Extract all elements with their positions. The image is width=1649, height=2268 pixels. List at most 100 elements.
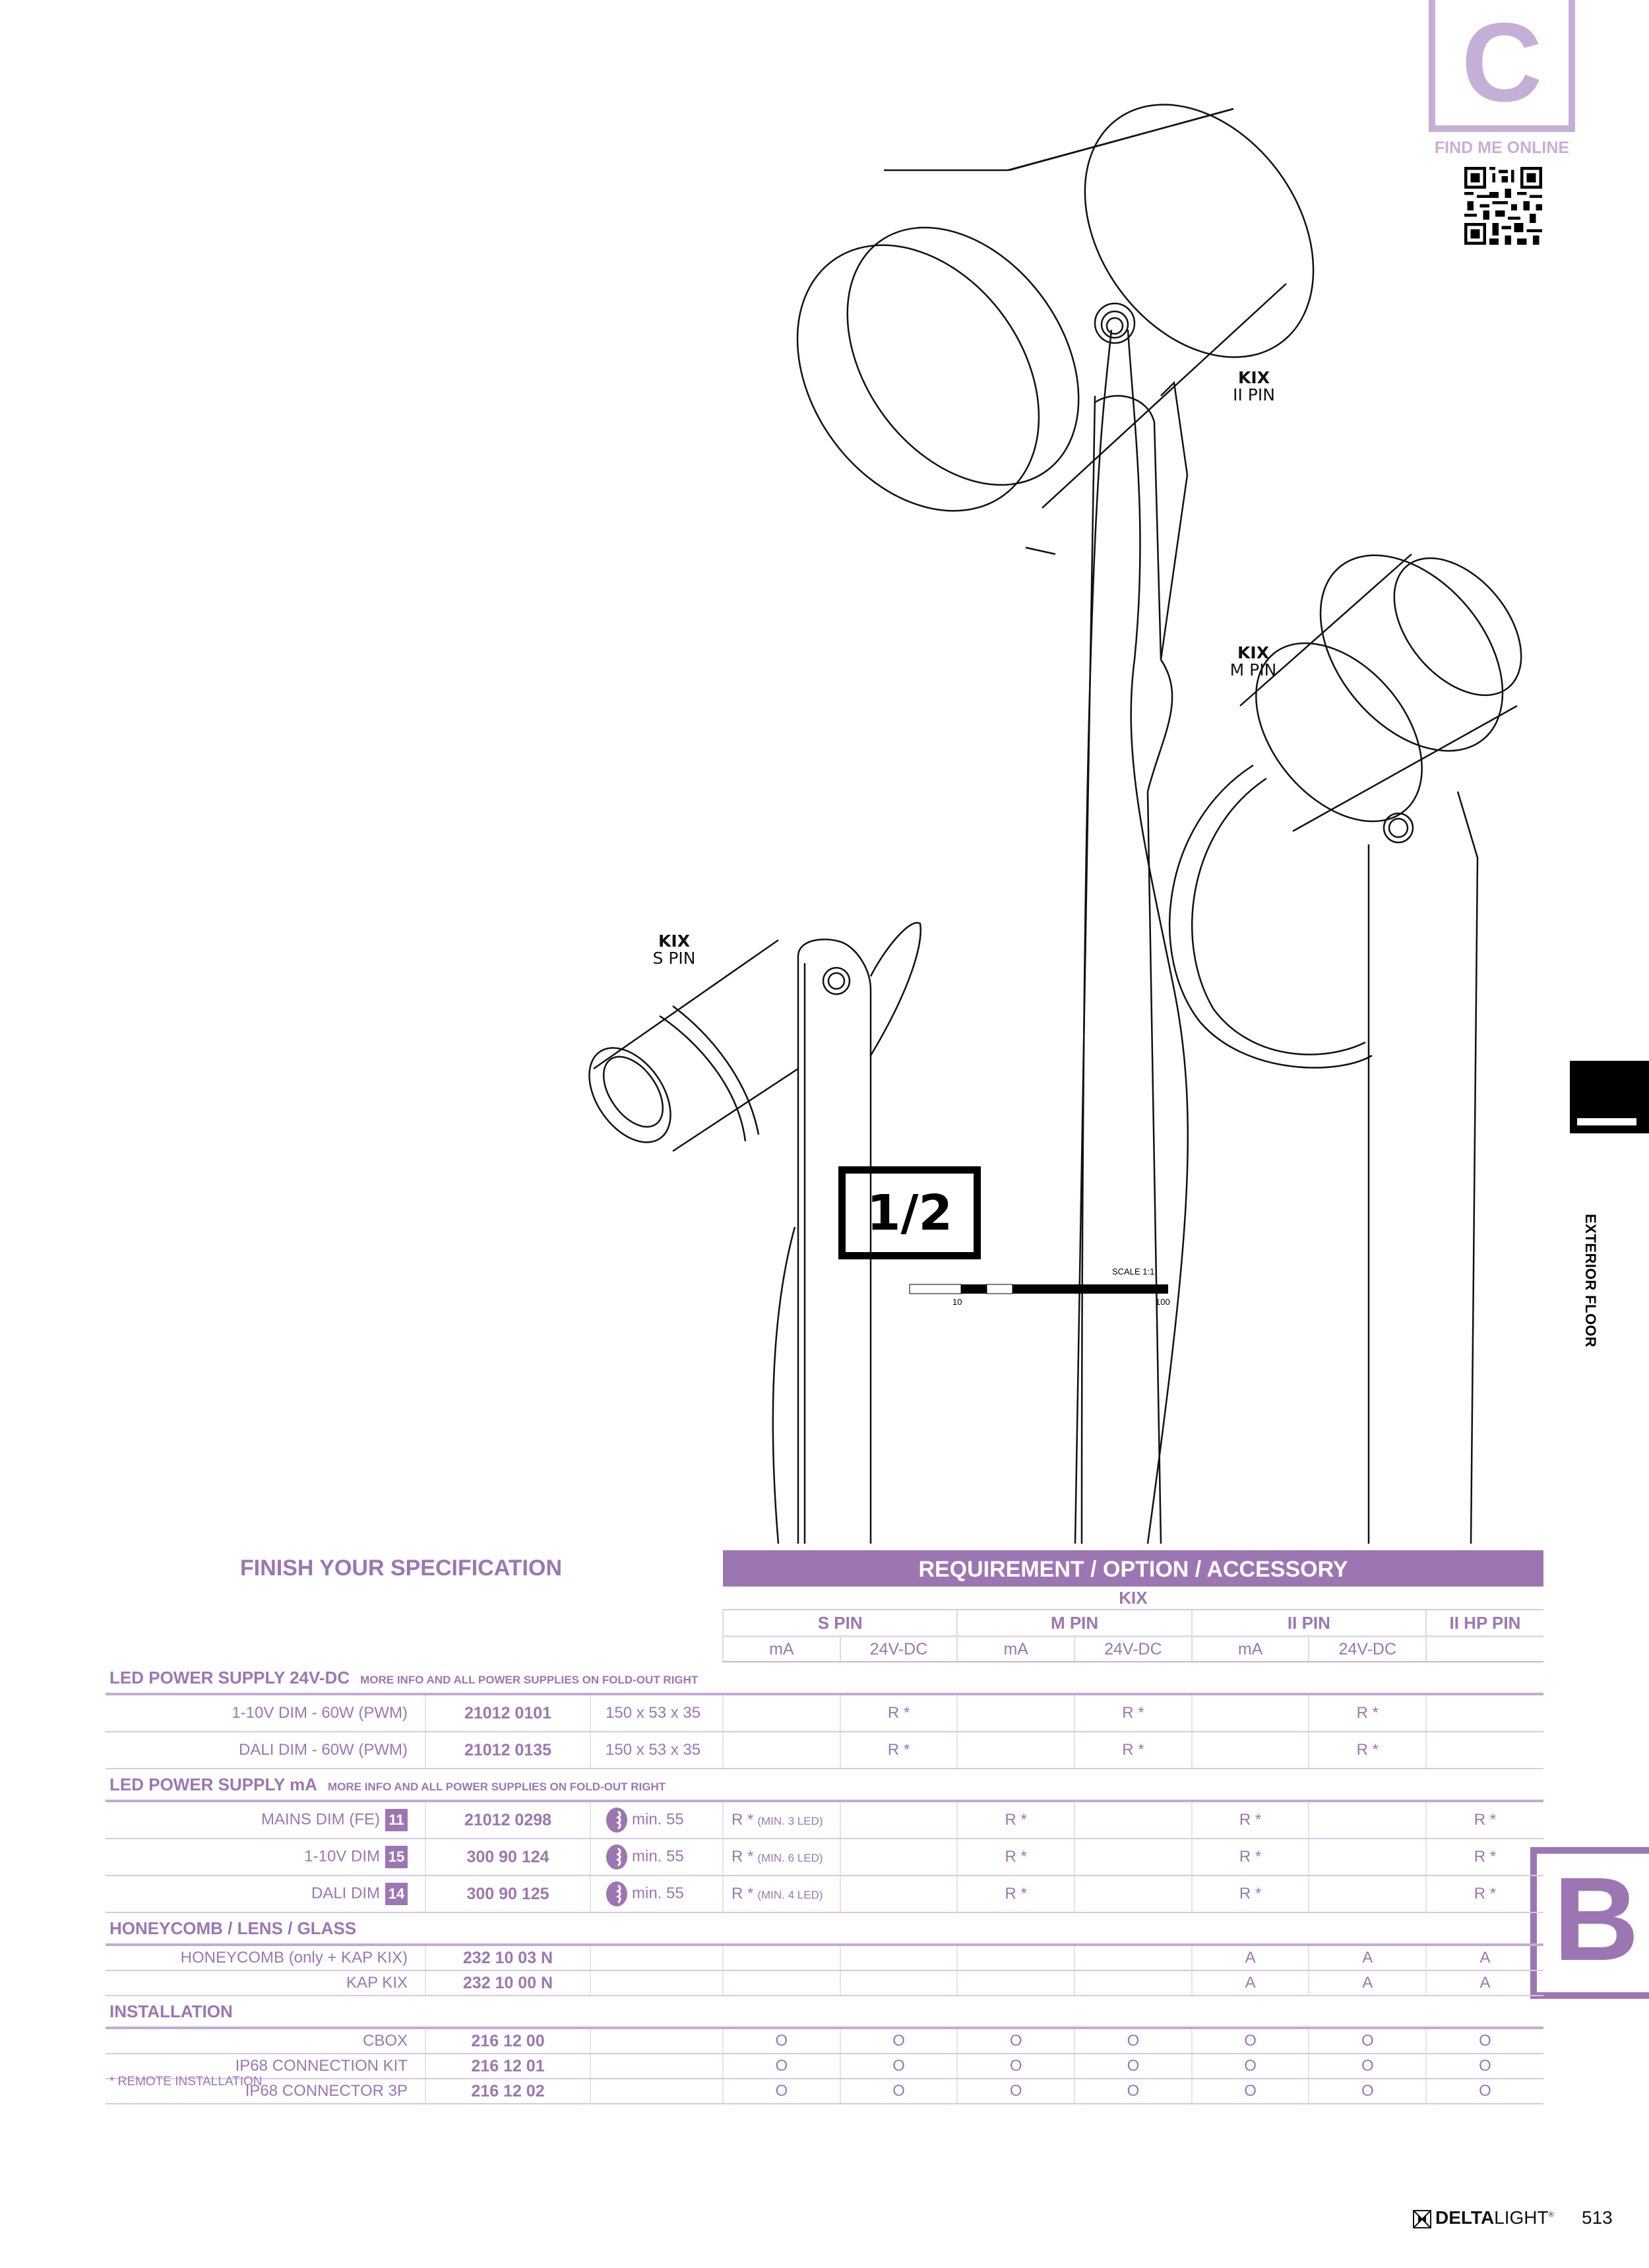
product-drawing (588, 104, 1522, 1544)
scale-bar (909, 1284, 1168, 1294)
article-code[interactable]: 21012 0135 (425, 1732, 590, 1769)
section-header: HONEYCOMB / LENS / GLASS (106, 1912, 1543, 1946)
requirement-cell: R * (1191, 1875, 1309, 1913)
requirement-value: O (1244, 2082, 1257, 2100)
requirement-cell (722, 1945, 840, 1971)
section-b-badge: B (1530, 1847, 1649, 1999)
requirement-cell: O (722, 2028, 840, 2054)
driver-number-badge: 11 (385, 1809, 408, 1831)
article-code[interactable]: 216 12 01 (425, 2054, 590, 2079)
requirement-value: O (1361, 2057, 1374, 2075)
item-name: 1-10V DIM - 60W (PWM) (232, 1704, 408, 1722)
section-header: INSTALLATION (106, 1996, 1543, 2029)
sub-header: mA (956, 1635, 1075, 1662)
requirement-value: R * (1239, 1885, 1262, 1903)
product-name: KIX (658, 931, 690, 951)
requirement-cell (839, 1970, 958, 1996)
requirement-note: (MIN. 4 LED) (757, 1889, 823, 1901)
keyhole-depth-icon (606, 1844, 628, 1870)
scale-title: SCALE 1:1 (1112, 1267, 1155, 1276)
scale-tick-100: 100 (1156, 1297, 1170, 1307)
pin-header-s: S PIN (722, 1609, 958, 1637)
requirement-cell: O (1425, 2079, 1543, 2104)
dimension-cell: min. 55 (590, 1839, 723, 1876)
dimension-cell (590, 2028, 723, 2054)
article-code[interactable]: 300 90 125 (425, 1875, 590, 1913)
requirement-value: R * (1239, 1848, 1262, 1866)
article-code[interactable]: 300 90 124 (425, 1839, 590, 1876)
item-name-cell: HONEYCOMB (only + KAP KIX) (106, 1945, 425, 1971)
requirement-value: O (775, 2032, 788, 2050)
requirement-cell: O (1308, 2054, 1427, 2079)
requirement-value: R * (887, 1704, 910, 1722)
item-name: IP68 CONNECTOR 3P (245, 2082, 408, 2100)
page-number: 513 (1582, 2207, 1613, 2228)
category-tab[interactable] (1570, 1061, 1649, 1133)
section-header-row: INSTALLATION (106, 1996, 1543, 2029)
requirement-value: O (1127, 2057, 1140, 2075)
category-text: EXTERIOR FLOOR (1582, 1214, 1599, 1348)
tab-marker (1577, 1118, 1636, 1125)
article-code[interactable]: 232 10 00 N (425, 1970, 590, 1996)
requirement-cell: R * (1308, 1694, 1427, 1732)
requirement-cell (956, 1945, 1075, 1971)
article-code[interactable]: 21012 0298 (425, 1801, 590, 1839)
dimension-cell (590, 1945, 723, 1971)
dimension-cell (590, 2079, 723, 2104)
requirement-value: R * (1239, 1811, 1262, 1829)
requirement-value: O (1127, 2032, 1140, 2050)
dimension-value: 150 x 53 x 35 (606, 1704, 701, 1722)
requirement-value: O (1127, 2082, 1140, 2100)
requirement-value: O (892, 2082, 905, 2100)
requirement-value: R * (1005, 1848, 1027, 1866)
requirement-value: R * (731, 1848, 754, 1866)
product-variant: II PIN (1233, 385, 1275, 404)
requirement-cell (1074, 1875, 1192, 1913)
item-name-cell: IP68 CONNECTION KIT (106, 2054, 425, 2079)
article-code[interactable]: 232 10 03 N (425, 1945, 590, 1971)
article-code[interactable]: 216 12 02 (425, 2079, 590, 2104)
article-code[interactable]: 216 12 00 (425, 2028, 590, 2054)
requirement-cell: O (722, 2054, 840, 2079)
sub-header: 24V-DC (839, 1635, 958, 1662)
section-title: INSTALLATION (109, 2001, 233, 2021)
requirement-value: O (892, 2032, 905, 2050)
dimension-value: min. 55 (632, 1810, 684, 1829)
article-code[interactable]: 21012 0101 (425, 1694, 590, 1732)
item-name-cell: CBOX (106, 2028, 425, 2054)
requirement-cell (722, 1732, 840, 1769)
requirement-cell: R * (1425, 1875, 1543, 1913)
requirement-cell: O (1425, 2054, 1543, 2079)
dimension-value: 150 x 53 x 35 (606, 1741, 701, 1759)
requirement-cell (839, 1801, 958, 1839)
requirement-value: R * (731, 1811, 754, 1829)
table-row[interactable]: 1-10V DIM - 60W (PWM) 21012 0101 150 x 53 … (106, 1694, 1543, 1732)
requirement-value: O (1479, 2032, 1491, 2050)
requirement-value: R * (887, 1741, 910, 1759)
requirement-cell: A (1425, 1970, 1543, 1996)
requirement-value: A (1479, 1949, 1491, 1967)
requirement-cell: A (1425, 1945, 1543, 1971)
sub-header: 24V-DC (1308, 1635, 1427, 1662)
item-name-cell: IP68 CONNECTOR 3P (106, 2079, 425, 2104)
qr-code-icon[interactable] (1464, 167, 1542, 245)
requirement-value: A (1362, 1974, 1373, 1992)
deltalight-logo-icon (1413, 2210, 1431, 2228)
requirement-cell: O (1191, 2028, 1309, 2054)
requirement-cell (1191, 1694, 1309, 1732)
